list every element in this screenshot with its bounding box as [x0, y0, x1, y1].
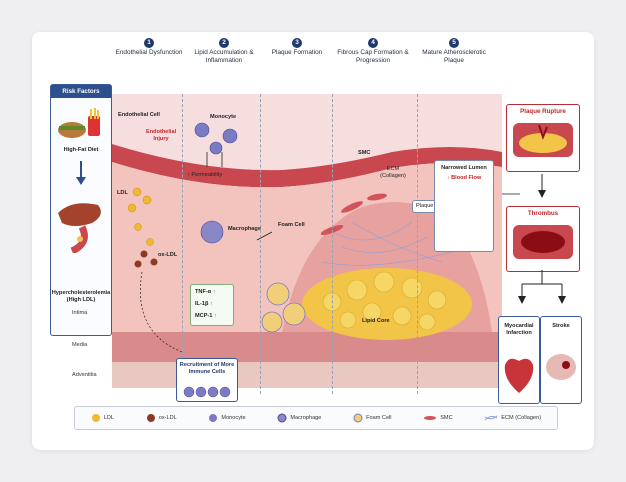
legend-item: LDL — [91, 413, 114, 423]
step-title: Fibrous Cap Formation & Progression — [337, 49, 409, 64]
liver-icon — [58, 203, 101, 253]
monocyte-icon — [209, 414, 218, 422]
oxldl-icon — [146, 414, 155, 422]
legend: LDL ox-LDL Monocyte Macrophage Foam Cell… — [74, 406, 558, 430]
permeability-label: ↑ Permeability — [187, 172, 223, 178]
down-arrow-icon — [76, 161, 86, 185]
legend-item: Foam Cell — [353, 413, 392, 423]
foam-cells — [261, 282, 306, 333]
down-arrow-icon — [538, 174, 546, 198]
step-number: 4 — [368, 38, 378, 48]
legend-item: ECM (Collagen) — [484, 413, 541, 423]
step-title: Plaque Formation — [271, 49, 323, 56]
step-4: 4 Fibrous Cap Formation & Progression — [332, 38, 414, 64]
separator — [182, 94, 183, 394]
monocyte-label: Monocyte — [210, 114, 237, 120]
recruitment-label: Recruitment of More Immune Cells — [179, 362, 235, 375]
brain-icon — [546, 354, 576, 380]
legend-item: SMC — [423, 413, 453, 423]
stroke-panel: Stroke — [540, 316, 582, 404]
injury-label: Endothelial Injury — [146, 129, 177, 142]
plaque-rupture-panel: Plaque Rupture — [506, 104, 580, 172]
legend-item: Monocyte — [208, 413, 246, 423]
monocytes — [194, 122, 238, 155]
separator — [417, 94, 418, 394]
mi-label: Myocardial Infarction — [504, 323, 534, 336]
ldl-icon — [91, 414, 100, 422]
stroke-label: Stroke — [552, 323, 570, 329]
adventitia-region — [112, 362, 502, 388]
ecm-label: ECM (Collagen) — [380, 166, 406, 179]
thrombus-panel: Thrombus — [506, 206, 580, 272]
outcome-arrows — [518, 270, 566, 304]
step-number: 5 — [449, 38, 459, 48]
rupture-icon — [513, 123, 573, 157]
step-number: 2 — [219, 38, 229, 48]
step-number: 3 — [292, 38, 302, 48]
ecm-fibers — [321, 221, 453, 266]
ldl-particles — [127, 187, 154, 246]
step-2: 2 Lipid Accumulation & Inflammation — [184, 38, 264, 64]
step-title: Endothelial Dysfunction — [115, 49, 183, 56]
smc-label: SMC — [358, 150, 371, 156]
narrowed-lumen-label: Narrowed Lumen — [441, 165, 487, 171]
separator — [260, 94, 261, 394]
heart-icon — [504, 358, 534, 393]
oxldl-label: ox-LDL — [158, 252, 178, 258]
food-icon — [58, 108, 100, 138]
foam-cell-label: Foam Cell — [278, 222, 305, 228]
layer-media-label: Media — [72, 342, 88, 348]
step-title: Lipid Accumulation & Inflammation — [194, 49, 254, 64]
recruitment-arrow — [139, 271, 183, 353]
macrophage-icon — [277, 413, 287, 423]
cytokine-panel: TNF-α ↑ IL-1β ↑ MCP-1 ↑ — [190, 284, 234, 326]
step-title: Mature Atherosclerotic Plaque — [422, 49, 486, 64]
step-1: 1 Endothelial Dysfunction — [114, 38, 184, 57]
step-5: 5 Mature Atherosclerotic Plaque — [416, 38, 492, 64]
risk-chol-label: Hypercholesterolemia (High LDL) — [51, 290, 111, 303]
endothelium-band — [112, 144, 502, 188]
recruitment-panel: Recruitment of More Immune Cells — [176, 358, 238, 402]
risk-diet-label: High-Fat Diet — [63, 147, 99, 153]
plaque-label: Plaque — [412, 200, 438, 213]
endothelial-cell-label: Endothelial Cell — [118, 112, 160, 118]
ecm-icon — [484, 415, 498, 421]
step-number: 1 — [144, 38, 154, 48]
risk-factors-panel: Risk Factors High-Fat Diet Hypercholeste… — [50, 84, 112, 336]
macrophage-shape — [200, 220, 224, 244]
immune-cells-icon — [183, 386, 231, 398]
diagram-card: 1 Endothelial Dysfunction 2 Lipid Accumu… — [32, 32, 594, 450]
cytokine-mcp1: MCP-1 ↑ — [195, 313, 217, 319]
cytokine-il1b: IL-1β ↑ — [195, 301, 213, 307]
legend-item: ox-LDL — [146, 413, 177, 423]
separator — [332, 94, 333, 394]
layer-intima-label: Intima — [72, 310, 88, 316]
flow-arrows — [206, 152, 520, 241]
smc-icon — [424, 416, 437, 420]
blood-flow-label: ↓ Blood Flow — [446, 175, 482, 181]
lipid-core-label: Lipid Core — [362, 318, 390, 324]
thrombus-icon — [513, 225, 573, 259]
foam-cell-icon — [353, 413, 363, 423]
macrophage-label: Macrophage — [228, 226, 261, 232]
risk-factors-title: Risk Factors — [51, 85, 111, 98]
lumen-shape — [112, 94, 502, 171]
step-3: 3 Plaque Formation — [262, 38, 332, 57]
plaque-rupture-title: Plaque Rupture — [520, 108, 566, 115]
media-region — [112, 332, 502, 362]
legend-item: Macrophage — [277, 413, 321, 423]
cytokine-tnf: TNF-α ↑ — [195, 289, 216, 295]
oxldl-particles — [134, 250, 158, 268]
thrombus-title: Thrombus — [527, 210, 559, 217]
layer-adventitia-label: Adventitia — [72, 372, 97, 378]
narrowed-lumen-panel: Narrowed Lumen ↓ Blood Flow — [434, 160, 494, 252]
mi-panel: Myocardial Infarction — [498, 316, 540, 404]
ldl-label: LDL — [117, 190, 128, 196]
